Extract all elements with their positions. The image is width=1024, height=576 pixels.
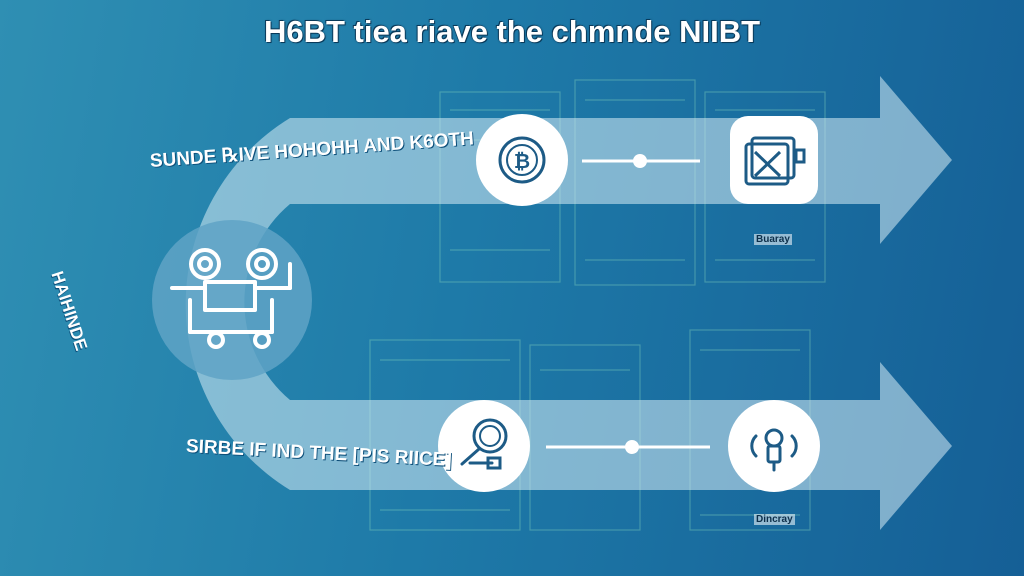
top-start-node xyxy=(476,114,568,206)
bitcoin-glyph: ₿ xyxy=(514,151,530,173)
center-circle xyxy=(152,220,312,380)
bottom-connector-dot xyxy=(625,440,639,454)
page-title: H6BT tiea riave the chmnde NIIBT xyxy=(263,14,761,49)
top-connector-dot xyxy=(633,154,647,168)
bottom-end-caption: Dincray xyxy=(754,514,795,525)
top-end-caption: Buaray xyxy=(754,234,792,245)
bottom-start-node xyxy=(438,400,530,492)
bitcoin-coin-icon xyxy=(498,136,546,184)
mining-machine-icon xyxy=(170,248,292,349)
magnifier-search-icon xyxy=(460,418,508,470)
exchange-lock-icon xyxy=(750,428,798,472)
wallet-card-icon xyxy=(744,136,806,186)
